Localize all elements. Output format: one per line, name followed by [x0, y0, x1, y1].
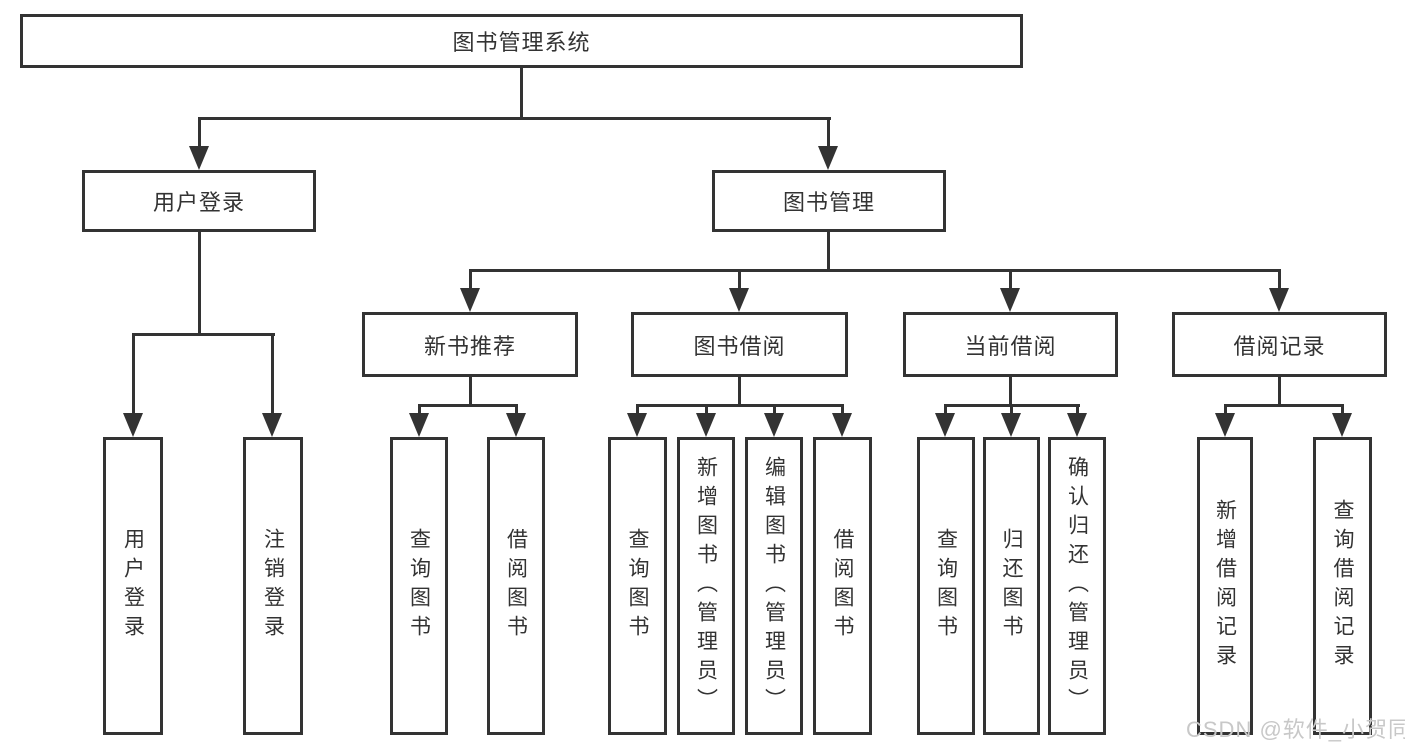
node-user-login: 用户登录 [82, 170, 316, 232]
connector-drop-book-borrow [738, 271, 741, 290]
arrowhead-borrow-records [1269, 288, 1289, 312]
arrowhead-leaf-logout [262, 413, 282, 437]
arrowhead-new-book [460, 288, 480, 312]
arrowhead-leaf [1332, 413, 1352, 437]
connector-drop-leaf [1224, 406, 1227, 416]
connector-drop-leaf [841, 406, 844, 416]
arrowhead-book-borrow [729, 288, 749, 312]
connector-drop-leaf [636, 406, 639, 416]
leaf-logout-label: 注销登录 [261, 528, 285, 644]
leaf-query-books-recommend-label: 查询图书 [407, 528, 431, 644]
leaf-user-login-label: 用户登录 [121, 528, 145, 644]
node-book-management: 图书管理 [712, 170, 946, 232]
arrowhead-leaf [1067, 413, 1087, 437]
csdn-watermark: CSDN @软件_小贺同学 [1186, 717, 1405, 742]
connector-level3-bar [469, 269, 1281, 272]
connector-current-borrow-bar [944, 404, 1080, 407]
arrowhead-leaf [409, 413, 429, 437]
connector-level2-bar [198, 117, 831, 120]
leaf-borrow-books-label: 借阅图书 [831, 528, 854, 644]
node-book-borrow-label: 图书借阅 [693, 333, 786, 359]
node-root-label: 图书管理系统 [452, 30, 591, 55]
leaf-query-books-borrow: 查询图书 [608, 437, 667, 735]
leaf-query-books-current: 查询图书 [917, 437, 975, 735]
leaf-query-books-recommend: 查询图书 [390, 437, 448, 735]
node-user-login-label: 用户登录 [152, 190, 245, 215]
connector-new-book-stem [469, 375, 472, 407]
connector-drop-leaf [1076, 406, 1079, 416]
connector-drop-leaf-logout [271, 335, 274, 416]
leaf-query-books-borrow-label: 查询图书 [626, 528, 649, 644]
leaf-return-book-label: 归还图书 [1000, 528, 1023, 644]
connector-drop-leaf [705, 406, 708, 416]
leaf-add-borrow-record: 新增借阅记录 [1197, 437, 1253, 735]
leaf-query-borrow-record-label: 查询借阅记录 [1331, 499, 1354, 673]
arrowhead-leaf [696, 413, 716, 437]
connector-drop-leaf [944, 406, 947, 416]
node-borrow-records: 借阅记录 [1172, 312, 1387, 377]
leaf-borrow-books-recommend-label: 借阅图书 [504, 528, 528, 644]
leaf-return-book: 归还图书 [983, 437, 1040, 735]
arrowhead-current-borrow [1000, 288, 1020, 312]
leaf-add-book-admin-label: 新增图书（管理员） [694, 455, 718, 717]
leaf-query-borrow-record: 查询借阅记录 [1313, 437, 1372, 735]
connector-drop-leaf [1341, 406, 1344, 416]
connector-drop-leaf [773, 406, 776, 416]
leaf-borrow-books-recommend: 借阅图书 [487, 437, 545, 735]
connector-borrow-records-stem [1278, 375, 1281, 407]
connector-borrow-records-bar [1224, 404, 1344, 407]
connector-user-login-bar [132, 333, 275, 336]
leaf-user-login: 用户登录 [103, 437, 163, 735]
connector-new-book-bar [418, 404, 518, 407]
leaf-add-book-admin: 新增图书（管理员） [677, 437, 735, 735]
connector-root-stem [520, 67, 523, 120]
connector-user-login-stem [198, 231, 201, 336]
node-book-management-label: 图书管理 [782, 190, 875, 215]
leaf-borrow-books: 借阅图书 [813, 437, 872, 735]
leaf-edit-book-admin-label: 编辑图书（管理员） [762, 455, 786, 717]
arrowhead-leaf [627, 413, 647, 437]
leaf-edit-book-admin: 编辑图书（管理员） [745, 437, 803, 735]
connector-drop-leaf [515, 406, 518, 416]
arrowhead-leaf [1001, 413, 1021, 437]
node-current-borrow-label: 当前借阅 [964, 333, 1057, 359]
arrowhead-leaf [764, 413, 784, 437]
connector-drop-leaf [1010, 406, 1013, 416]
connector-book-borrow-bar [636, 404, 844, 407]
node-new-book-recommend-label: 新书推荐 [423, 333, 516, 359]
arrowhead-leaf [1215, 413, 1235, 437]
connector-drop-borrow-records [1278, 271, 1281, 290]
node-current-borrow: 当前借阅 [903, 312, 1118, 377]
node-root: 图书管理系统 [20, 14, 1023, 68]
connector-current-borrow-stem [1009, 375, 1012, 407]
arrowhead-leaf [506, 413, 526, 437]
leaf-confirm-return-admin-label: 确认归还（管理员） [1065, 455, 1089, 717]
connector-drop-leaf [418, 406, 421, 416]
node-borrow-records-label: 借阅记录 [1233, 333, 1326, 359]
leaf-logout: 注销登录 [243, 437, 303, 735]
connector-drop-book-management [827, 119, 830, 148]
leaf-confirm-return-admin: 确认归还（管理员） [1048, 437, 1106, 735]
connector-book-management-stem [827, 231, 830, 272]
connector-drop-new-book [469, 271, 472, 290]
connector-drop-user-login [198, 119, 201, 148]
connector-book-borrow-stem [738, 375, 741, 407]
arrowhead-book-management [818, 146, 838, 170]
arrowhead-leaf [832, 413, 852, 437]
node-book-borrow: 图书借阅 [631, 312, 848, 377]
connector-drop-leaf-login [132, 335, 135, 416]
connector-drop-current-borrow [1009, 271, 1012, 290]
leaf-add-borrow-record-label: 新增借阅记录 [1213, 499, 1237, 673]
node-new-book-recommend: 新书推荐 [362, 312, 578, 377]
arrowhead-leaf-login [123, 413, 143, 437]
arrowhead-user-login [189, 146, 209, 170]
arrowhead-leaf [935, 413, 955, 437]
leaf-query-books-current-label: 查询图书 [934, 528, 958, 644]
